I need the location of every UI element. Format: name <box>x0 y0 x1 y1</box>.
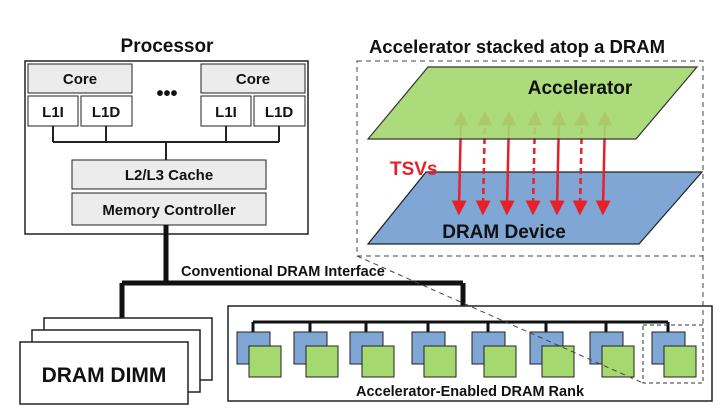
accelerator-label: Accelerator <box>528 78 633 99</box>
chip-highlight-box <box>642 324 704 384</box>
tsvs-label: TSVs <box>390 159 438 180</box>
stack-title: Accelerator stacked atop a DRAM <box>369 36 665 57</box>
l1i-left-label: L1I <box>42 104 64 121</box>
accelerator-chip <box>663 345 697 378</box>
l2-l3-cache-label: L2/L3 Cache <box>125 167 213 184</box>
accelerator-layer <box>366 66 699 140</box>
processor-title: Processor <box>121 36 215 57</box>
accelerator-chip <box>361 345 395 378</box>
l1i-right <box>200 95 252 127</box>
memory-controller-label: Memory Controller <box>102 202 236 219</box>
rank-label: Accelerator-Enabled DRAM Rank <box>356 384 585 400</box>
dram-device-label: DRAM Device <box>442 222 566 243</box>
l1d-left-label: L1D <box>92 104 121 121</box>
dimm-front <box>19 341 189 405</box>
l2-l3-cache <box>71 159 267 190</box>
interface-label: Conventional DRAM Interface <box>181 264 385 280</box>
accelerator-chip <box>541 345 575 378</box>
accelerator-chip <box>483 345 517 378</box>
zoom-lines <box>356 255 704 384</box>
accelerator-chip <box>248 345 282 378</box>
dimm-label: DRAM DIMM <box>42 364 167 387</box>
l1d-right-label: L1D <box>265 104 294 121</box>
l1d-left <box>80 95 133 127</box>
core-ellipsis: ••• <box>156 83 177 105</box>
accelerator-chip <box>423 345 457 378</box>
core-left-label: Core <box>63 71 97 88</box>
rank-chips <box>236 331 697 378</box>
core-left <box>27 63 133 94</box>
rank-bus <box>251 320 670 332</box>
accelerator-chip <box>305 345 339 378</box>
l1i-right-label: L1I <box>215 104 237 121</box>
dram-interface-bus <box>119 225 466 324</box>
accelerator-chip <box>601 345 635 378</box>
l1-cache-bus <box>52 126 280 160</box>
core-right <box>200 63 306 94</box>
memory-controller <box>71 192 267 226</box>
core-right-label: Core <box>236 71 270 88</box>
